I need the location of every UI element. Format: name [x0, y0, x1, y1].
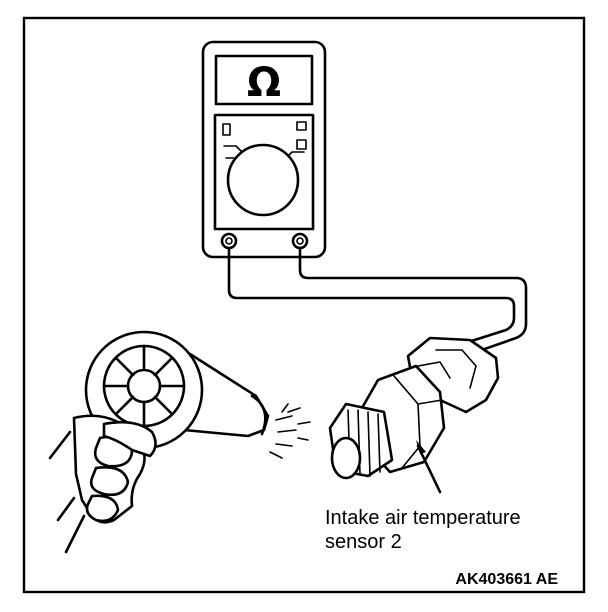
- wrist-outline: [48, 430, 76, 522]
- dryer-fan-spokes: [102, 344, 186, 428]
- probe-socket-left-inner: [225, 237, 233, 245]
- dryer-cord: [64, 514, 86, 554]
- test-lead-left: [227, 246, 516, 346]
- sensor-callout-line: [416, 444, 442, 494]
- probe-socket-left: [220, 232, 238, 250]
- dryer-nozzle-tip: [250, 394, 267, 436]
- intake-air-temperature-sensor: [328, 336, 500, 480]
- sensor-tip: [330, 436, 362, 480]
- hand-holding-dryer: [48, 414, 157, 554]
- hand-thumb: [102, 420, 157, 458]
- multimeter-display: [214, 54, 314, 106]
- sensor-hex-edges: [393, 375, 443, 469]
- sensor-label-line1: Intake air temperature: [325, 507, 521, 529]
- multimeter: Ω: [201, 40, 327, 259]
- test-lead-right: [298, 246, 528, 354]
- hair-dryer: [84, 330, 270, 450]
- hand-fingers: [85, 435, 134, 523]
- figure-code: AK403661 AE: [455, 571, 558, 588]
- mode-indicator-right-bottom: [296, 139, 307, 150]
- probe-socket-right-inner: [296, 237, 304, 245]
- ohm-symbol: Ω: [247, 60, 281, 106]
- hot-air-stream: [269, 403, 311, 459]
- mode-indicator-left: [222, 123, 231, 136]
- mode-indicator-right-top: [296, 121, 307, 131]
- sensor-callout-arrow: [416, 440, 426, 454]
- connector-latch: [417, 349, 477, 389]
- probe-socket-right: [291, 232, 309, 250]
- selector-dial: [226, 143, 300, 217]
- sensor-label-line2: sensor 2: [325, 531, 402, 553]
